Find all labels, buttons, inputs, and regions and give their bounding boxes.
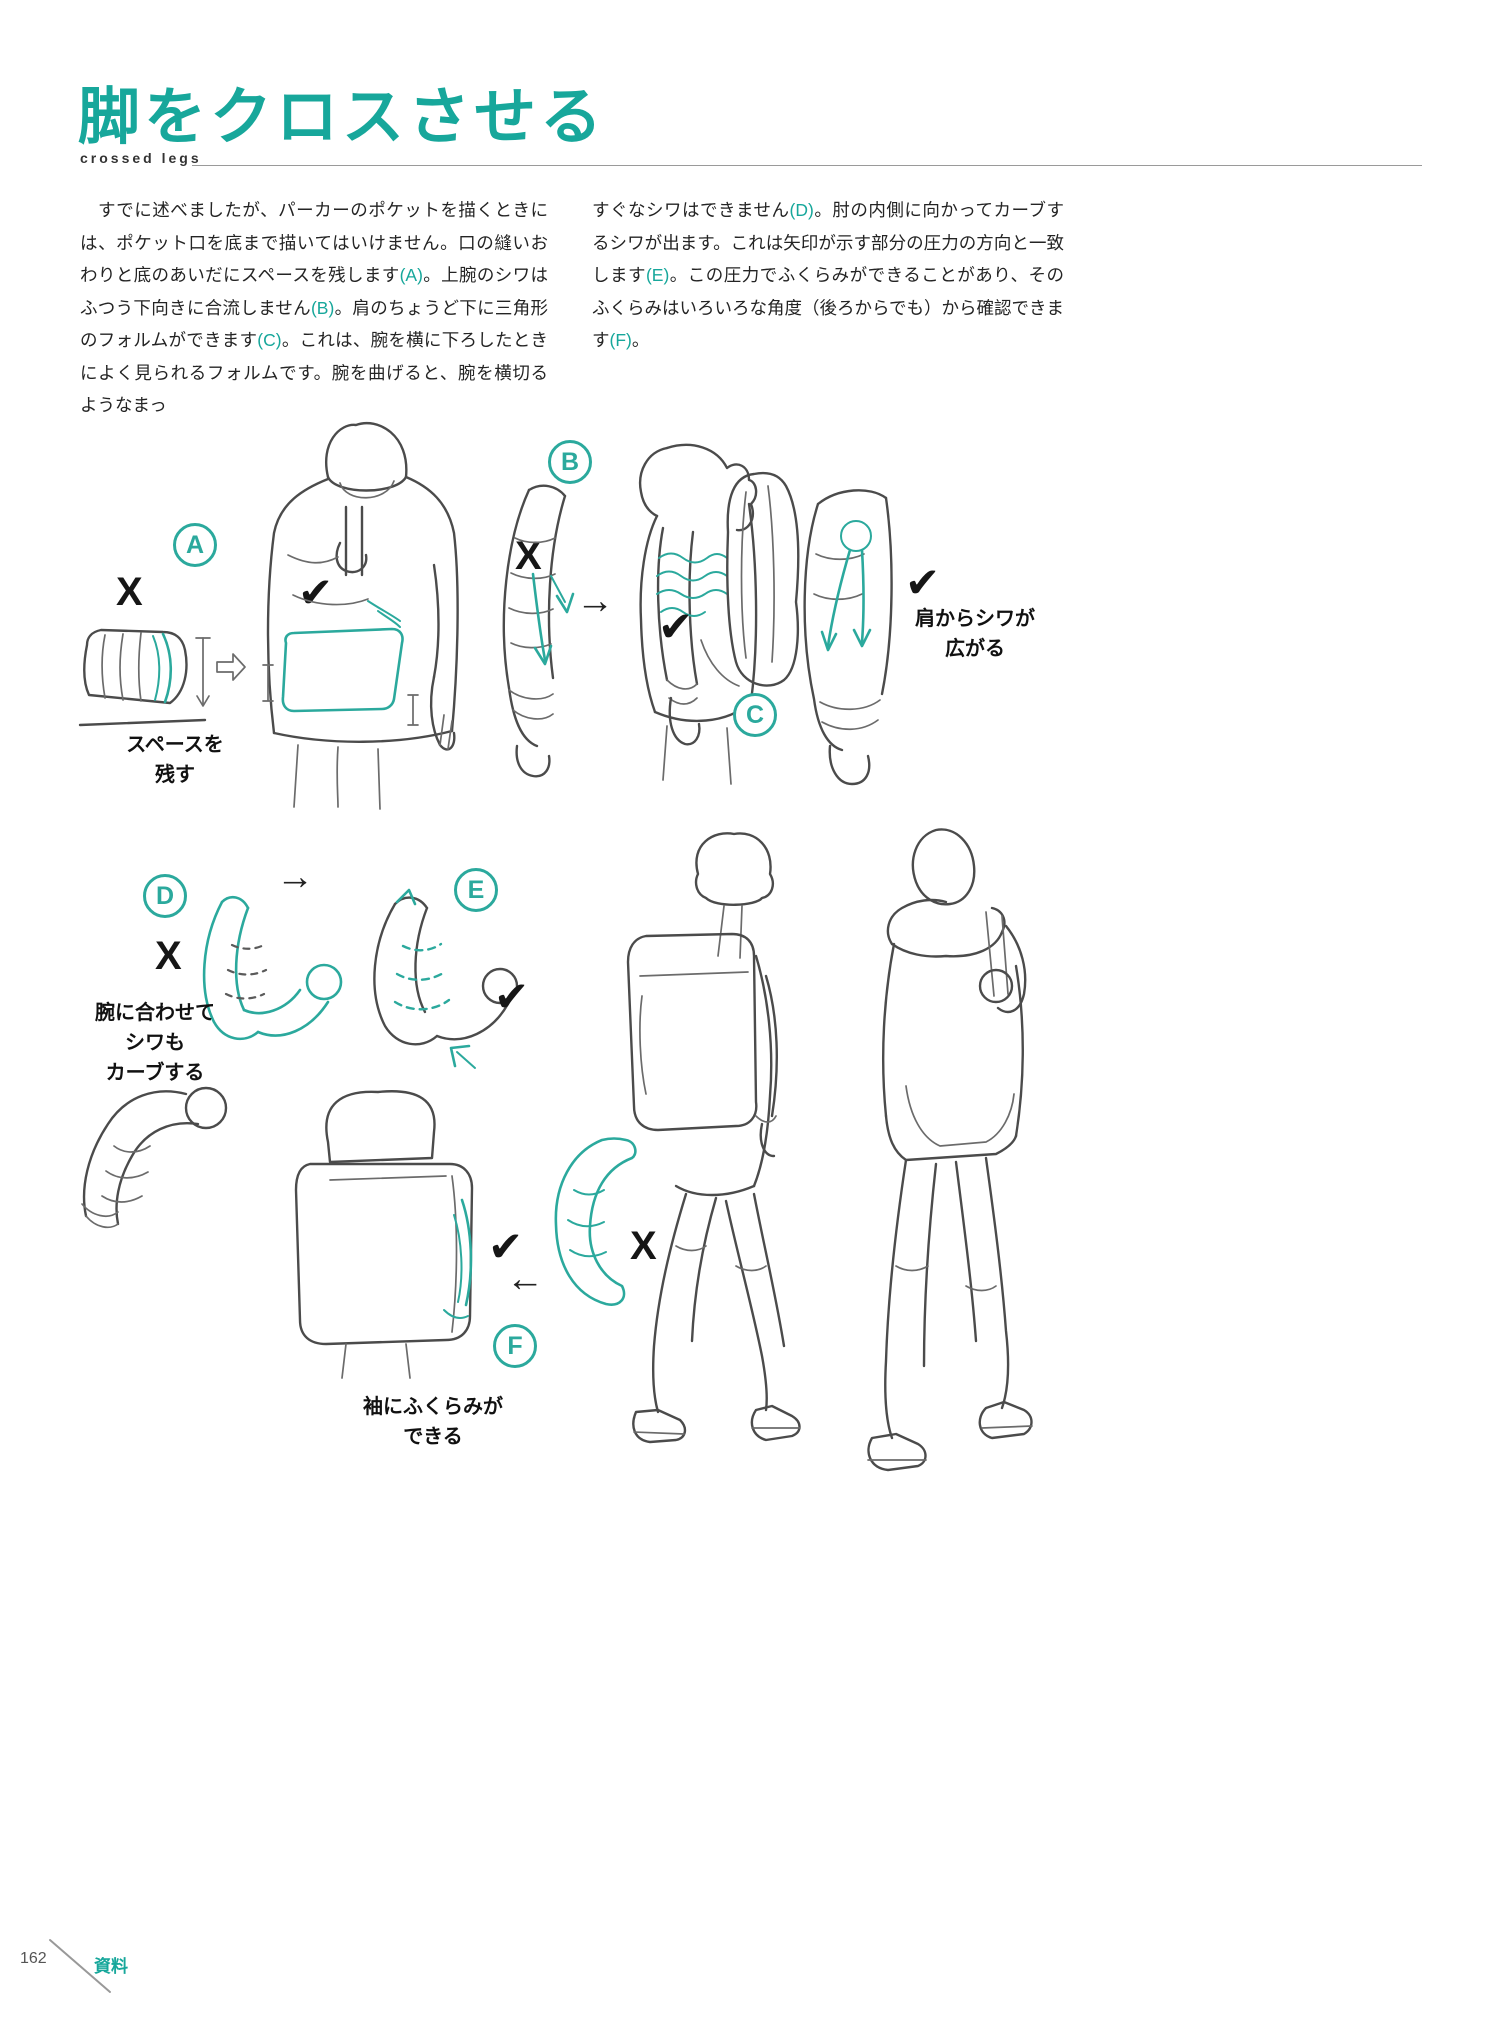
caption-line: できる bbox=[403, 1426, 463, 1448]
sketch-bent-arm-right-e bbox=[373, 888, 519, 1069]
text-segment: すぐなシワはできません bbox=[592, 200, 790, 220]
check-mark: ✔ bbox=[298, 569, 334, 616]
caption-shoulder: 肩からシワが 広がる bbox=[890, 604, 1060, 664]
annotation-badge-d: D bbox=[143, 874, 187, 918]
caption-space: スペースを 残す bbox=[95, 730, 255, 790]
wrong-mark: X bbox=[155, 934, 182, 978]
text-segment-ref-e: (E) bbox=[645, 265, 670, 286]
wrong-mark: X bbox=[116, 570, 143, 614]
annotation-badge-a: A bbox=[173, 523, 217, 567]
sketch-hoodie-side-figure bbox=[638, 443, 758, 785]
footer-section-label: 資料 bbox=[94, 1957, 128, 1976]
text-segment-ref-f: (F) bbox=[609, 330, 632, 351]
sketch-hood-wrong bbox=[554, 1137, 637, 1306]
body-column-right: すぐなシワはできません(D)。肘の内側に向かってカーブするシワが出ます。これは矢… bbox=[592, 194, 1064, 357]
caption-line: 袖にふくらみが bbox=[363, 1396, 503, 1418]
caption-line: 広がる bbox=[945, 638, 1005, 660]
text-segment-ref-a: (A) bbox=[399, 265, 423, 286]
arrow-left-icon: ← bbox=[506, 1258, 544, 1300]
check-mark: ✔ bbox=[658, 603, 694, 650]
text-segment: 。肩のちょうど下に三角形のフォルムができます bbox=[80, 297, 549, 351]
sketch-bent-arm-wrong-d bbox=[202, 895, 343, 1041]
caption-line: カーブする bbox=[105, 1062, 205, 1084]
annotation-badge-c: C bbox=[733, 693, 777, 737]
annotation-badge-f: F bbox=[493, 1324, 537, 1368]
sketch-soft-backpack bbox=[726, 471, 800, 687]
text-segment: すでに述べましたが、パーカーのポケットを描くときには、ポケット口を底まで描いては… bbox=[80, 200, 548, 286]
text-segment: 。これは、腕を横に下ろしたときによく見られるフォルムです。腕を曲げると、腕を横切… bbox=[80, 330, 549, 416]
text-segment-ref-b: (B) bbox=[310, 297, 335, 318]
sketch-walking-figure-backpack bbox=[626, 832, 801, 1444]
header-rule bbox=[192, 165, 1422, 166]
check-mark: ✔ bbox=[488, 1223, 524, 1270]
sketch-rolled-pocket bbox=[78, 628, 246, 727]
arrow-right-icon: → bbox=[276, 856, 314, 898]
footer-diagonal-rule bbox=[49, 1939, 111, 1993]
annotation-badge-b: B bbox=[548, 440, 592, 484]
caption-sleeve: 袖にふくらみが できる bbox=[348, 1392, 518, 1452]
sketch-hanging-arm bbox=[81, 1086, 228, 1229]
sketch-arm-wrong-b bbox=[502, 484, 575, 778]
caption-line: 肩からシワが bbox=[915, 608, 1035, 630]
text-segment: 。上腕のシワはふつう下向きに合流しません bbox=[80, 265, 549, 318]
caption-line: 残す bbox=[155, 764, 195, 786]
wrong-mark: X bbox=[630, 1224, 657, 1268]
sketch-rolltop-backpack bbox=[294, 1090, 474, 1379]
text-segment: 。 bbox=[631, 330, 650, 351]
check-mark: ✔ bbox=[494, 973, 530, 1020]
page-number: 162 bbox=[20, 1950, 47, 1967]
sketch-arm-shoulder-wrinkles bbox=[803, 489, 893, 786]
text-segment: 。肘の内側に向かってカーブするシワが出ます。これは矢印が示す部分の圧力の方向と一… bbox=[592, 200, 1064, 286]
caption-line: 腕に合わせて bbox=[95, 1002, 215, 1024]
text-segment-ref-c: (C) bbox=[257, 330, 282, 351]
check-mark: ✔ bbox=[905, 559, 941, 606]
caption-line: スペースを bbox=[126, 734, 224, 756]
page-title: 脚をクロスさせる bbox=[78, 83, 607, 152]
text-segment: 。この圧力でふくらみができることがあり、そのふくらみはいろいろな角度（後ろからで… bbox=[592, 265, 1064, 351]
caption-curve: 腕に合わせて シワも カーブする bbox=[70, 998, 240, 1088]
arrow-right-icon: → bbox=[576, 580, 614, 622]
sketch-hoodie-front-figure bbox=[262, 422, 459, 810]
sketch-walking-figure-front bbox=[867, 828, 1033, 1472]
caption-line: シワも bbox=[125, 1032, 185, 1054]
text-segment-ref-d: (D) bbox=[789, 200, 814, 220]
page-subtitle: crossed legs bbox=[80, 150, 202, 166]
annotation-badge-e: E bbox=[454, 868, 498, 912]
body-column-left: すでに述べましたが、パーカーのポケットを描くときには、ポケット口を底まで描いては… bbox=[80, 194, 548, 422]
